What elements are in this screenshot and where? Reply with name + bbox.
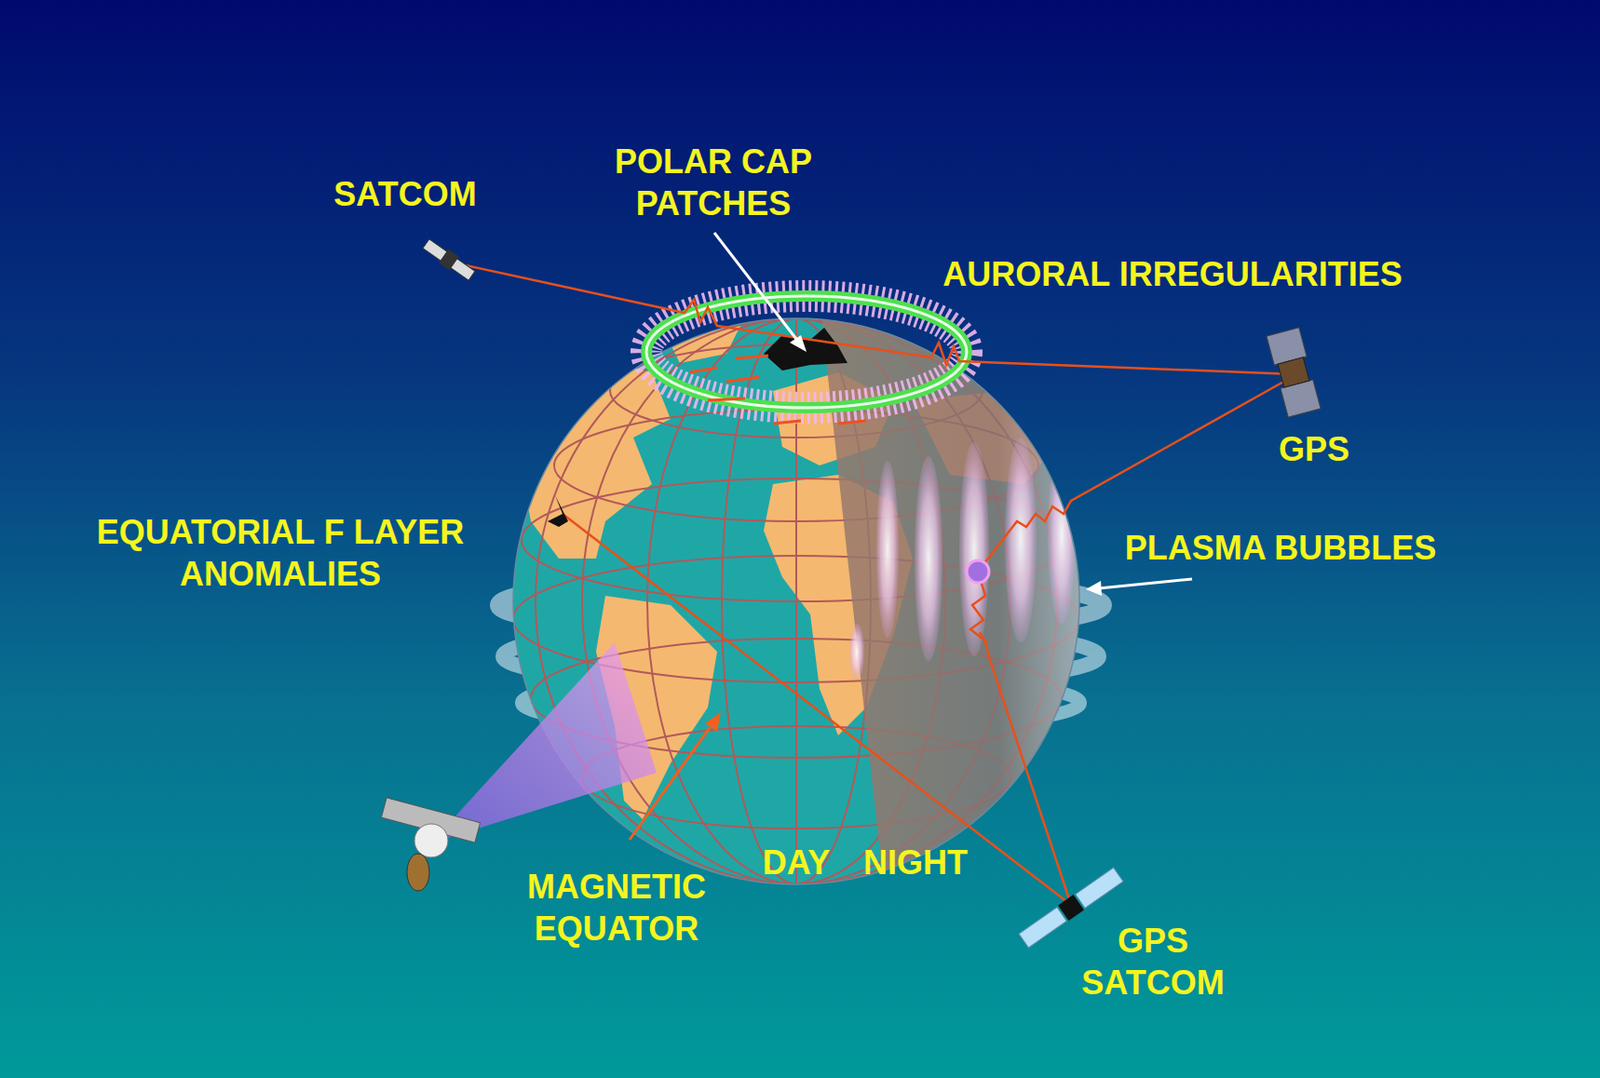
satellite-label: GPS: [1278, 428, 1350, 471]
region-label: POLAR CAP PATCHES: [587, 140, 840, 225]
side-label: DAY: [762, 841, 831, 884]
night-side: [819, 298, 1118, 895]
signal-paths: [465, 265, 1294, 906]
side-label: NIGHT: [863, 841, 968, 884]
satellite-label: SATCOM: [333, 173, 476, 216]
region-label: AURORAL IRREGULARITIES: [942, 253, 1402, 296]
imaging-satellite: [380, 798, 480, 892]
sensor-beam: [430, 642, 657, 844]
auroral-oval: [646, 296, 967, 408]
region-label: PLASMA BUBBLES: [1125, 527, 1438, 570]
line-label: MAGNETIC EQUATOR: [490, 866, 743, 950]
region-label: EQUATORIAL F LAYER ANOMALIES: [56, 511, 504, 596]
plasma-bubbles: [849, 437, 1076, 680]
ground-antenna: [547, 495, 569, 528]
satcom-satellite: [420, 236, 476, 283]
gps-satcom-satellite: [1017, 867, 1124, 950]
convection-arrows: [689, 355, 867, 424]
receiver-dot: [966, 560, 990, 584]
earth-globe: [513, 288, 1118, 895]
satellite-label: GPS SATCOM: [1050, 920, 1256, 1004]
leader-arrows: [629, 232, 1193, 841]
gps-satellite: [1266, 327, 1321, 418]
